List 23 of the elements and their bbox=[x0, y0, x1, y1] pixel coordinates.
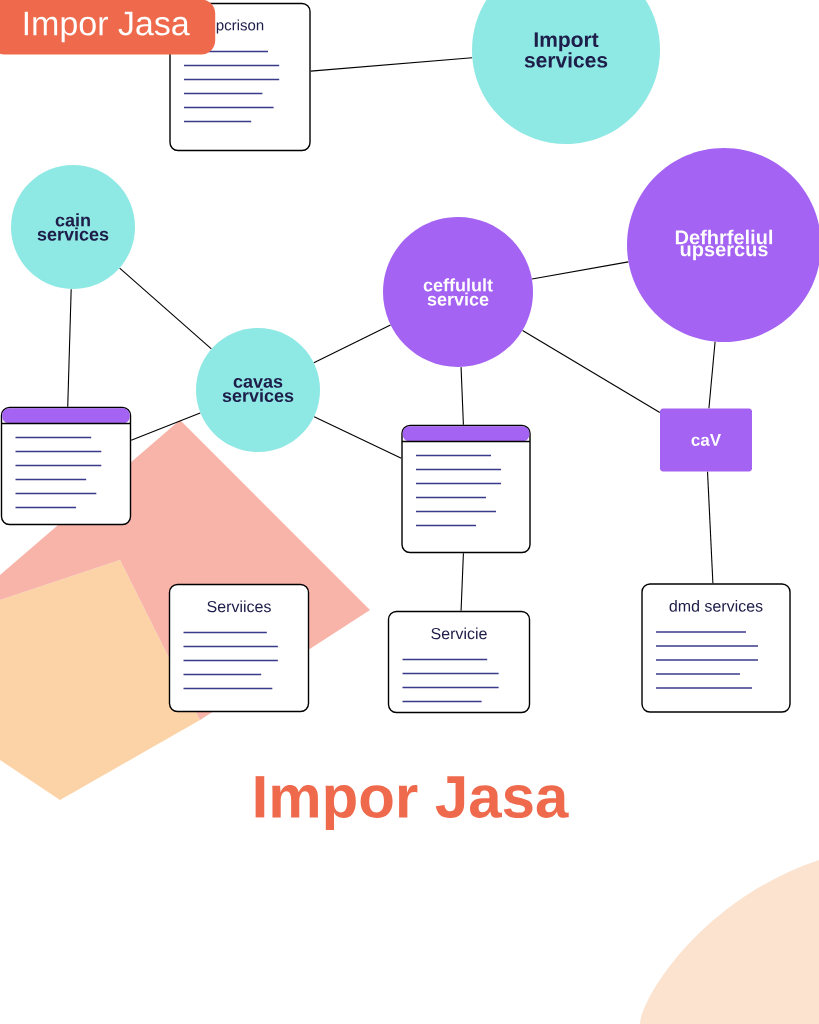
connector-line bbox=[707, 471, 714, 584]
circle-node: cavas services bbox=[196, 328, 320, 452]
document-card: Servicie bbox=[387, 610, 531, 714]
connector-line bbox=[460, 366, 464, 426]
document-card bbox=[401, 424, 531, 554]
connector-line bbox=[522, 330, 661, 413]
connector-line bbox=[531, 261, 629, 280]
document-card: Serviices bbox=[168, 583, 310, 713]
connector-line bbox=[310, 57, 473, 72]
connector-line bbox=[708, 341, 716, 409]
circle-node: cain services bbox=[11, 165, 135, 289]
tag-label: Impor Jasa bbox=[0, 0, 216, 55]
process-box: caV bbox=[660, 408, 752, 472]
document-card bbox=[0, 406, 132, 526]
circle-node: ceffulult service bbox=[383, 217, 533, 367]
document-card: dmd services bbox=[641, 583, 791, 713]
title: Impor Jasa bbox=[255, 776, 569, 830]
connector-line bbox=[67, 288, 72, 408]
connector-line bbox=[130, 412, 201, 441]
connector-line bbox=[313, 324, 392, 364]
connector-line bbox=[313, 416, 402, 459]
connector-line bbox=[119, 267, 212, 350]
connector-line bbox=[460, 552, 464, 612]
